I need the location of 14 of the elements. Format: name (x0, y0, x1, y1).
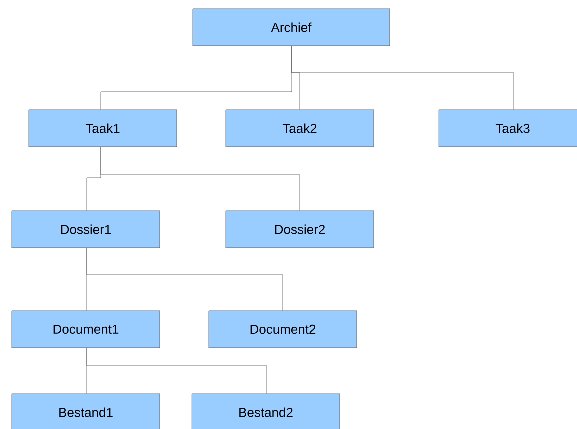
tree-box: Dossier2 (226, 210, 374, 248)
tree-box: Dossier1 (12, 210, 160, 248)
tree-box: Taak3 (438, 110, 577, 148)
tree-box: Archief (192, 8, 390, 46)
tree-box: Taak1 (28, 110, 178, 148)
connector-line (292, 46, 514, 110)
tree-box: Document1 (12, 310, 160, 348)
connector-line (86, 348, 268, 394)
tree-box: Document2 (208, 310, 358, 348)
tree-box: Bestand1 (12, 394, 160, 429)
tree-box: Taak2 (226, 110, 374, 148)
tree-box: Bestand2 (192, 394, 340, 429)
connector-line (86, 248, 284, 311)
connector-line (100, 147, 300, 211)
